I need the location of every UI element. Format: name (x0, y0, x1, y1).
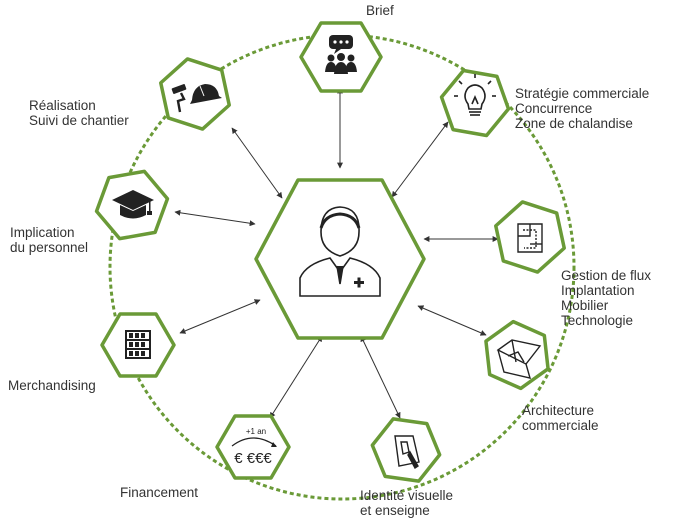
node-merchandising (100, 312, 176, 378)
connector-arrows (174, 87, 499, 419)
svg-text:+1 an: +1 an (246, 427, 266, 436)
floorplan-icon (517, 223, 543, 253)
roller-helmet-icon (171, 84, 222, 113)
speech-group-icon (325, 35, 357, 74)
node-brief (299, 21, 383, 93)
label-realisation: Réalisation Suivi de chantier (29, 98, 129, 128)
arrow-implication (174, 209, 256, 227)
center-node (254, 178, 426, 340)
arrow-strategie (391, 121, 449, 198)
label-strategie: Stratégie commerciale Concurrence Zone d… (515, 86, 650, 131)
arrow-architecture (417, 305, 487, 336)
shelves-icon (125, 330, 151, 359)
graduation-cap-icon (112, 190, 154, 219)
node-architecture (484, 319, 550, 391)
pharmacist-icon (299, 206, 381, 297)
label-identite: Identité visuelle et enseigne (360, 488, 454, 518)
svg-text:€ €€€: € €€€ (234, 450, 272, 467)
arrow-realisation (231, 127, 283, 199)
label-implication: Implication du personnel (10, 225, 89, 255)
lightbulb-icon (454, 74, 496, 116)
node-implication (94, 169, 170, 241)
euro-icon: +1 an € €€€ (231, 427, 277, 467)
label-merchandising: Merchandising (8, 378, 96, 393)
node-flux (494, 200, 566, 274)
arrow-merchandising (179, 299, 261, 334)
label-architecture: Architecture commerciale (522, 403, 599, 433)
node-strategie (439, 68, 511, 138)
blueprint-icon (496, 339, 542, 379)
label-brief: Brief (366, 3, 394, 18)
drawing-icon (394, 435, 420, 470)
label-flux: Gestion de flux Implantation Mobilier Te… (561, 268, 652, 328)
label-financement: Financement (120, 485, 199, 500)
node-realisation (159, 57, 231, 131)
node-identite (370, 417, 442, 483)
center-hexagon (254, 178, 426, 340)
node-financement: +1 an € €€€ (215, 414, 291, 480)
arrow-financement (269, 335, 323, 419)
arrow-identite (360, 335, 401, 419)
